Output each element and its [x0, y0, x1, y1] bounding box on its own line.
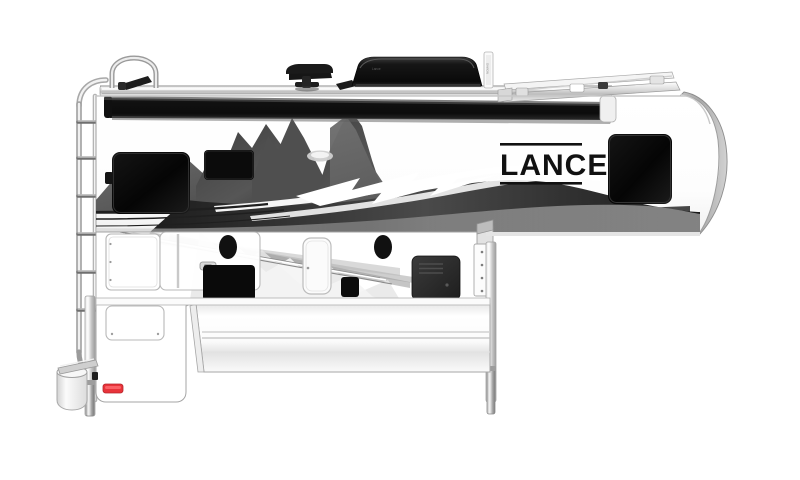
mountain-range-graphic [96, 112, 700, 232]
logo-text: LANCE [500, 149, 608, 182]
storage-compartment-door [105, 233, 161, 291]
roof-grab-handle [109, 55, 159, 90]
roof-cargo-box: Lance [351, 56, 483, 87]
side-window-small [204, 150, 254, 180]
cargo-box-label: Lance [372, 67, 381, 71]
nose-bottom-edge [486, 232, 700, 236]
logo-rule-top [500, 143, 582, 146]
shell-top-highlight [96, 95, 711, 125]
mid-body-panels [203, 235, 392, 301]
access-panel-small [341, 277, 359, 297]
logo-rule-bottom [500, 182, 582, 185]
oval-vent-right [374, 235, 392, 259]
awning-rail-extension [497, 71, 681, 103]
roof-fitting [336, 80, 356, 90]
lower-connector [92, 372, 98, 380]
side-window-large [105, 152, 190, 214]
awning-roller [104, 95, 617, 124]
lance-logo: LANCE [500, 143, 608, 185]
oval-vent-left [219, 235, 237, 259]
marker-light[interactable] [102, 383, 124, 394]
propane-tank [56, 358, 99, 411]
refrigerator-vent [411, 255, 461, 301]
lower-access-door [105, 305, 165, 341]
vent-label: NOMAD [486, 62, 490, 74]
cabover-window [608, 134, 672, 204]
roof-antenna [286, 64, 333, 92]
roof-vent-stack: NOMAD [483, 51, 494, 89]
access-panel-left [203, 265, 255, 301]
utility-hatch [302, 237, 332, 295]
